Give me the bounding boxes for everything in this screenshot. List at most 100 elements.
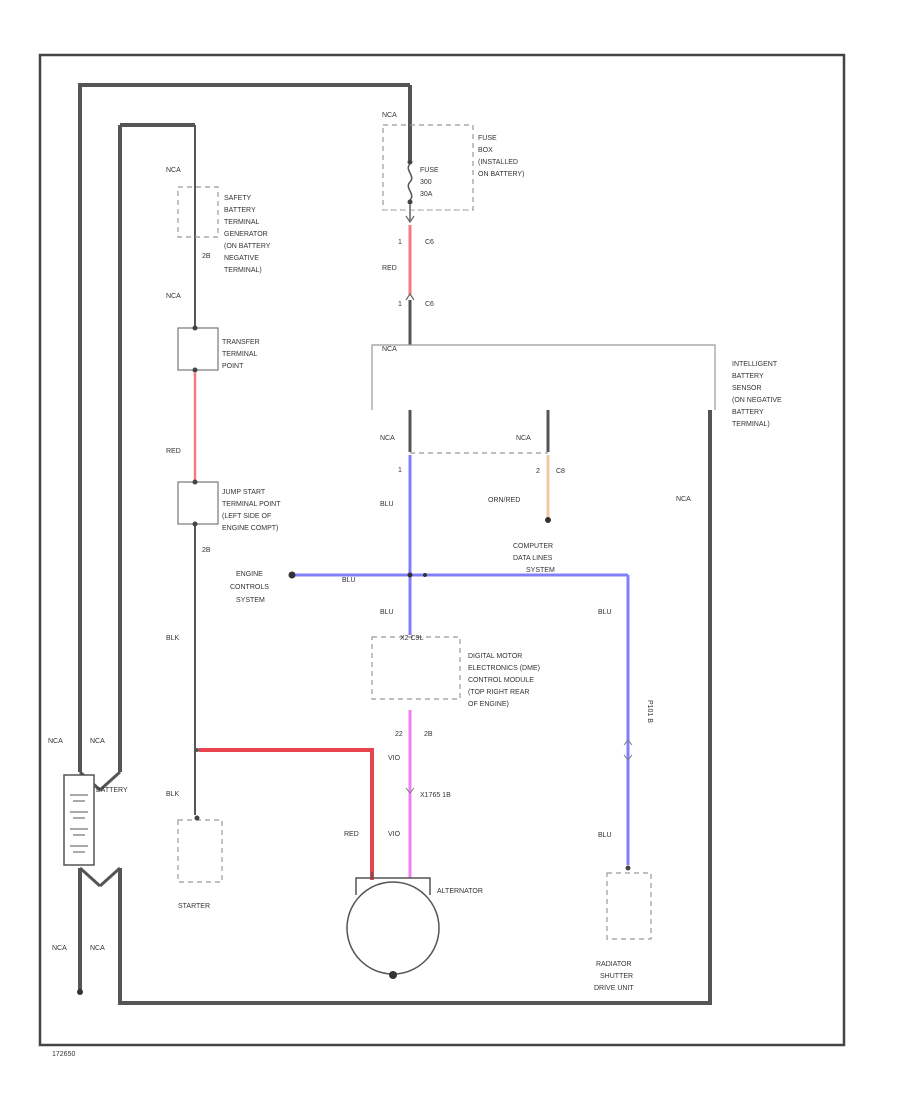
- battery-nca-tl: NCA: [48, 738, 63, 745]
- orn-red-label: ORN/RED: [488, 497, 520, 504]
- sensor-title-1: INTELLIGENT: [732, 361, 778, 368]
- dme-pin: 22: [395, 731, 403, 738]
- fuse-symbol-icon-body: [407, 163, 413, 201]
- connector-fuse-bottom: [405, 292, 415, 301]
- safety-terminal-outline: [177, 186, 219, 238]
- sensor-title-4: (ON NEGATIVE: [732, 397, 782, 404]
- red-wire-label: RED: [166, 448, 181, 455]
- sensor-title-3: SENSOR: [732, 385, 762, 392]
- fuse-inner-3: 30A: [420, 191, 433, 198]
- jump-title-3: (LEFT SIDE OF: [222, 513, 271, 520]
- transfer-title-3: POINT: [222, 363, 244, 370]
- fuse-pin-bot: 1: [398, 301, 402, 308]
- nca-right-label: NCA: [676, 496, 691, 503]
- bus-nca-left: NCA: [380, 435, 395, 442]
- splice-bus-left: [407, 572, 413, 578]
- jump-start-node-top: [192, 479, 198, 485]
- blu-label-2: BLU: [380, 609, 394, 616]
- fuse-nca-label: NCA: [382, 112, 397, 119]
- engine-title-1: ENGINE: [236, 571, 263, 578]
- computer-title-1: COMPUTER: [513, 543, 553, 550]
- vio-label-1: VIO: [388, 755, 401, 762]
- pin-1-label: 1: [398, 467, 402, 474]
- connector-vio: [405, 787, 415, 794]
- fuse-box-title-3: (INSTALLED: [478, 159, 518, 166]
- connector-fuse-top: [405, 215, 415, 224]
- battery-nca-br: NCA: [90, 945, 105, 952]
- safety-title-6: NEGATIVE: [224, 255, 259, 262]
- fuse-pin-bot-conn: C6: [425, 301, 434, 308]
- radiator-title-1: RADIATOR: [596, 961, 632, 968]
- jump-title-1: JUMP START: [222, 489, 266, 496]
- fuse-inner-2: 300: [420, 179, 432, 186]
- wire-ground-bottom: [118, 410, 712, 1005]
- safety-nca-top: NCA: [166, 167, 181, 174]
- starter-label: STARTER: [178, 903, 210, 910]
- blk-label-2: BLK: [166, 791, 180, 798]
- wire-battery-bot-left: [78, 866, 102, 888]
- safety-title-4: GENERATOR: [224, 231, 268, 238]
- pin-2-conn: C8: [556, 468, 565, 475]
- vio-label-2: VIO: [388, 831, 401, 838]
- vio-conn-label: X1765 1B: [420, 792, 451, 799]
- battery-nca-tr: NCA: [90, 738, 105, 745]
- jump-start-node-bot: [192, 521, 198, 527]
- jump-start-box: [177, 481, 219, 525]
- engine-controls-terminal: [288, 571, 296, 579]
- jump-pin: 2B: [202, 547, 211, 554]
- engine-title-3: SYSTEM: [236, 597, 265, 604]
- dme-title-2: ELECTRONICS (DME): [468, 665, 540, 672]
- blk-label-1: BLK: [166, 635, 180, 642]
- sensor-nca-label: NCA: [382, 346, 397, 353]
- transfer-terminal-node-bot: [192, 367, 198, 373]
- computer-title-2: DATA LINES: [513, 555, 553, 562]
- battery-cells: [70, 794, 88, 853]
- transfer-terminal-node-top: [192, 325, 198, 331]
- radiator-terminal: [625, 865, 631, 871]
- wire-battery-bot-right: [98, 866, 122, 888]
- orn-red-terminal: [545, 517, 551, 523]
- alternator-label: ALTERNATOR: [437, 888, 483, 895]
- battery-nca-bl: NCA: [52, 945, 67, 952]
- fuse-pin-top-conn: C6: [425, 239, 434, 246]
- blu-junction-label: BLU: [342, 577, 356, 584]
- vertical-connector-label: P101 B: [646, 700, 653, 723]
- fuse-box-title-1: FUSE: [478, 135, 497, 142]
- fuse-pin-top: 1: [398, 239, 402, 246]
- safety-title-1: SAFETY: [224, 195, 252, 202]
- bus-nca-right: NCA: [516, 435, 531, 442]
- safety-nca-bot: NCA: [166, 293, 181, 300]
- alt-red-label: RED: [344, 831, 359, 838]
- computer-title-3: SYSTEM: [526, 567, 555, 574]
- dme-title-3: CONTROL MODULE: [468, 677, 534, 684]
- dme-title-1: DIGITAL MOTOR: [468, 653, 522, 660]
- dme-conn-top: X2 C9L: [400, 635, 423, 642]
- wire-sensor-gray: [371, 344, 716, 410]
- blu-label-1: BLU: [380, 501, 394, 508]
- transfer-terminal-box: [177, 327, 219, 371]
- pin-2-label: 2: [536, 468, 540, 475]
- wire-red-alternator-feed: [199, 748, 374, 880]
- alternator-ground: [389, 971, 397, 979]
- fuse-wire-color: RED: [382, 265, 397, 272]
- connector-vertical: [623, 739, 633, 761]
- safety-title-7: TERMINAL): [224, 267, 262, 274]
- sensor-title-6: TERMINAL): [732, 421, 770, 428]
- diagram-id: 172650: [52, 1051, 75, 1058]
- starter-terminal: [194, 815, 200, 821]
- wire-battery-top-right: [98, 770, 122, 792]
- dme-module-outline: [371, 636, 461, 700]
- engine-title-2: CONTROLS: [230, 584, 269, 591]
- transfer-title-2: TERMINAL: [222, 351, 258, 358]
- alternator-terminal-box: [355, 877, 431, 895]
- splice-starter: [195, 748, 199, 752]
- jump-title-2: TERMINAL POINT: [222, 501, 281, 508]
- blu-right-top: BLU: [598, 609, 612, 616]
- fuse-inner-1: FUSE: [420, 167, 439, 174]
- fuse-box-title-4: ON BATTERY): [478, 171, 524, 178]
- battery-symbol-icon: [63, 774, 95, 866]
- splice-bus-right: [423, 573, 427, 577]
- wire-battery-positive-outer: [78, 83, 410, 772]
- radiator-shutter-outline: [606, 872, 652, 940]
